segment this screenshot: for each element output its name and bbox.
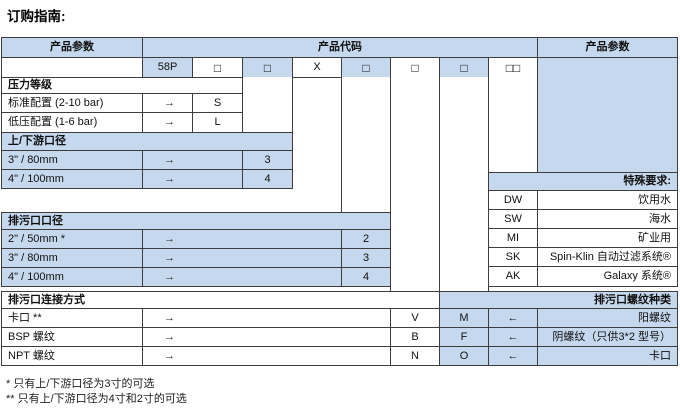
group-header-thread-types: 排污口螺纹种类 xyxy=(439,291,678,309)
special-desc: 矿业用 xyxy=(537,228,678,248)
row-label: 4" / 100mm xyxy=(1,267,143,287)
header-product-params-left: 产品参数 xyxy=(1,37,143,58)
special-code: SK xyxy=(488,247,538,267)
thread-type-desc: 阳螺纹 xyxy=(537,308,678,328)
strip-connection-column-1 xyxy=(390,77,440,292)
row-label: 3" / 80mm xyxy=(1,248,143,268)
header-product-code: 产品代码 xyxy=(142,37,538,58)
right-arrow-icon: → xyxy=(142,112,193,133)
group-header-connection: 排污口连接方式 xyxy=(1,291,440,309)
left-arrow-icon: ← xyxy=(488,308,538,328)
row-code-value: B xyxy=(390,327,440,347)
row-label: 标准配置 (2-10 bar) xyxy=(1,93,143,113)
strip-special-column xyxy=(488,77,538,173)
group-header-ports: 上/下游口径 xyxy=(1,132,293,151)
right-arrow-icon: → xyxy=(142,248,342,268)
row-label: 卡口 ** xyxy=(1,308,143,328)
special-code: DW xyxy=(488,190,538,210)
row-code-value: F xyxy=(439,327,489,347)
group-header-drain: 排污口口径 xyxy=(1,212,391,230)
row-code-value: 3 xyxy=(341,248,391,268)
row-code-value: M xyxy=(439,308,489,328)
special-desc: 海水 xyxy=(537,209,678,229)
row-label: 4" / 100mm xyxy=(1,169,143,189)
special-code: AK xyxy=(488,266,538,287)
right-arrow-icon: → xyxy=(142,150,243,170)
row-code-value: O xyxy=(439,346,489,366)
row-label: 3" / 80mm xyxy=(1,150,143,170)
right-arrow-icon: → xyxy=(142,308,391,328)
row-code-value: 4 xyxy=(341,267,391,287)
code-box-ports: □ xyxy=(242,57,293,78)
strip-connection-column-2 xyxy=(439,77,489,292)
row-code-value: 4 xyxy=(242,169,293,189)
row-code-value: 3 xyxy=(242,150,293,170)
right-arrow-icon: → xyxy=(142,229,342,249)
group-header-pressure: 压力等级 xyxy=(1,77,243,94)
code-box-connection-2: □ xyxy=(439,57,489,78)
special-desc: 饮用水 xyxy=(537,190,678,210)
right-arrow-icon: → xyxy=(142,267,342,287)
row-label: BSP 螺纹 xyxy=(1,327,143,347)
thread-type-desc: 卡口 xyxy=(537,346,678,366)
strip-ports-column xyxy=(242,77,293,133)
special-desc: Galaxy 系统® xyxy=(537,266,678,287)
right-arrow-icon: → xyxy=(142,169,243,189)
row-code-value: L xyxy=(192,112,243,133)
left-arrow-icon: ← xyxy=(488,346,538,366)
right-arrow-icon: → xyxy=(142,327,391,347)
code-box-connection-1: □ xyxy=(390,57,440,78)
row-code-value: N xyxy=(390,346,440,366)
row-label: 低压配置 (1-6 bar) xyxy=(1,112,143,133)
special-code: SW xyxy=(488,209,538,229)
code-box-pressure: □ xyxy=(192,57,243,78)
row-label: 2" / 50mm * xyxy=(1,229,143,249)
row-code-value: V xyxy=(390,308,440,328)
code-box-drain: □ xyxy=(341,57,391,78)
left-arrow-icon: ← xyxy=(488,327,538,347)
product-params-blue-block xyxy=(537,57,678,173)
right-arrow-icon: → xyxy=(142,346,391,366)
footnote-1: * 只有上/下游口径为3寸的可选 xyxy=(6,378,155,390)
row-label: NPT 螺纹 xyxy=(1,346,143,366)
header-product-params-right: 产品参数 xyxy=(537,37,678,58)
right-arrow-icon: → xyxy=(142,93,193,113)
code-row-empty-cell xyxy=(1,57,143,78)
row-code-value: S xyxy=(192,93,243,113)
code-prefix-cell: 58P xyxy=(142,57,193,78)
page-title: 订购指南: xyxy=(7,9,66,24)
code-x-cell: X xyxy=(292,57,342,78)
special-desc: Spin-Klin 自动过滤系统® xyxy=(537,247,678,267)
thread-type-desc: 阴螺纹（只供3*2 型号） xyxy=(537,327,678,347)
special-code: MI xyxy=(488,228,538,248)
footnote-2: ** 只有上/下游口径为4寸和2寸的可选 xyxy=(6,393,187,405)
strip-drain-column xyxy=(341,77,391,213)
code-double-box-special: □□ xyxy=(488,57,538,78)
row-code-value: 2 xyxy=(341,229,391,249)
group-header-special-requirements: 特殊要求: xyxy=(488,172,678,191)
